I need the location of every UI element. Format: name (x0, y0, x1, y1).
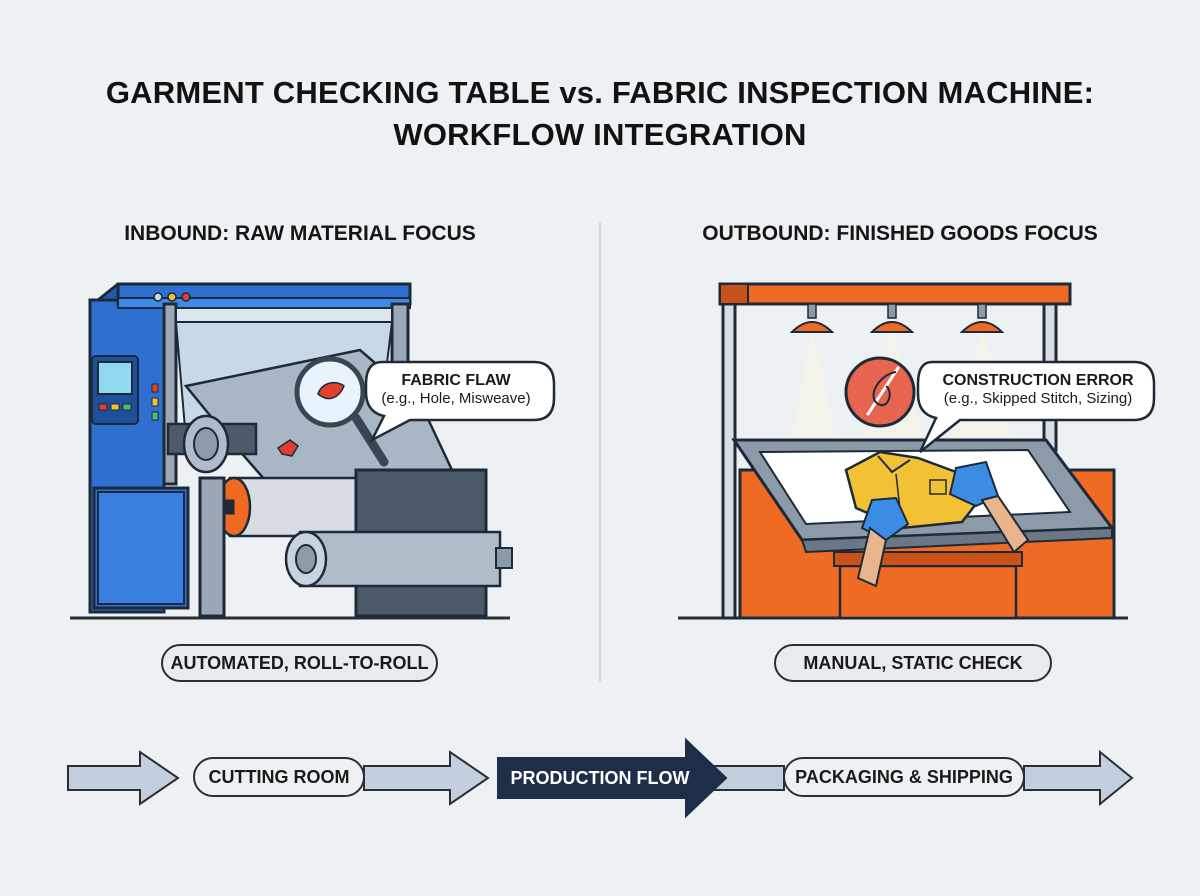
production-flow-arrow (497, 737, 728, 819)
flow-arrow (1023, 749, 1134, 807)
fabric-flaw-title: FABRIC FLAW (401, 372, 511, 389)
fabric-flaw-callout: FABRIC FLAW (e.g., Hole, Misweave) (366, 372, 546, 407)
lamp-icon (789, 303, 836, 438)
flow-stage-production: PRODUCTION FLOW (510, 767, 690, 788)
flow-arrow (363, 750, 490, 806)
page-title: GARMENT CHECKING TABLE vs. FABRIC INSPEC… (0, 72, 1200, 156)
screen-icon (97, 361, 133, 395)
construction-error-title: CONSTRUCTION ERROR (942, 372, 1134, 389)
indicator-light-icon (167, 292, 177, 302)
garment-checking-table (678, 282, 1156, 620)
outbound-heading: OUTBOUND: FINISHED GOODS FOCUS (702, 222, 1098, 245)
indicator-light-icon (153, 292, 163, 302)
fabric-flaw-callout-bubble (364, 360, 556, 443)
outbound-mode-label: MANUAL, STATIC CHECK (774, 644, 1052, 682)
flow-stage-packaging: PACKAGING & SHIPPING (783, 757, 1025, 797)
fabric-flaw-icon (276, 439, 299, 457)
section-divider (599, 222, 601, 682)
title-line-2: WORKFLOW INTEGRATION (393, 117, 807, 152)
title-line-1: GARMENT CHECKING TABLE vs. FABRIC INSPEC… (105, 75, 1095, 110)
fabric-inspection-machine (70, 282, 556, 620)
flow-stage-cutting-room: CUTTING ROOM (193, 757, 365, 797)
needle-icon (844, 356, 916, 428)
fabric-flaw-detail: (e.g., Hole, Misweave) (381, 390, 531, 407)
indicator-light-icon (181, 292, 191, 302)
construction-error-detail: (e.g., Skipped Stitch, Sizing) (943, 390, 1133, 407)
flow-arrow (67, 750, 180, 806)
inbound-heading: INBOUND: RAW MATERIAL FOCUS (124, 222, 476, 245)
production-flow-arrows (67, 737, 1134, 819)
construction-error-callout-bubble (916, 360, 1156, 453)
inbound-mode-label: AUTOMATED, ROLL-TO-ROLL (161, 644, 438, 682)
construction-error-callout: CONSTRUCTION ERROR (e.g., Skipped Stitch… (928, 372, 1148, 407)
